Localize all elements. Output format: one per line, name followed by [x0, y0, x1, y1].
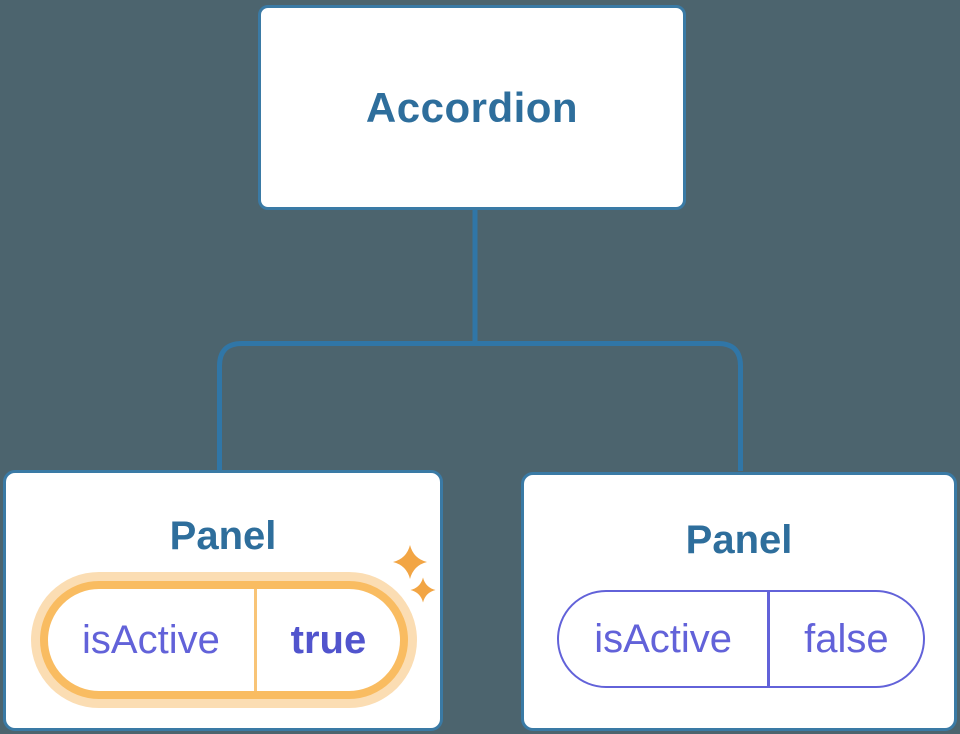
pill-divider — [767, 592, 770, 686]
state-value: false — [804, 616, 889, 661]
state-pill-inactive: isActive false — [557, 590, 925, 688]
pill-divider — [253, 589, 257, 691]
accordion-label: Accordion — [365, 83, 579, 131]
panel-inactive-label: Panel — [685, 518, 793, 562]
connector-branch — [217, 341, 743, 471]
sparkles-icon — [393, 545, 436, 603]
state-pill-active: isActive true — [40, 581, 408, 699]
panel-node-active: Panel isActive true — [3, 470, 443, 731]
state-name: isActive — [82, 617, 220, 662]
accordion-node: Accordion — [258, 5, 686, 210]
state-value: true — [290, 617, 367, 662]
state-name: isActive — [594, 616, 732, 661]
panel-active-label: Panel — [169, 514, 277, 558]
panel-node-inactive: Panel isActive false — [521, 472, 957, 731]
